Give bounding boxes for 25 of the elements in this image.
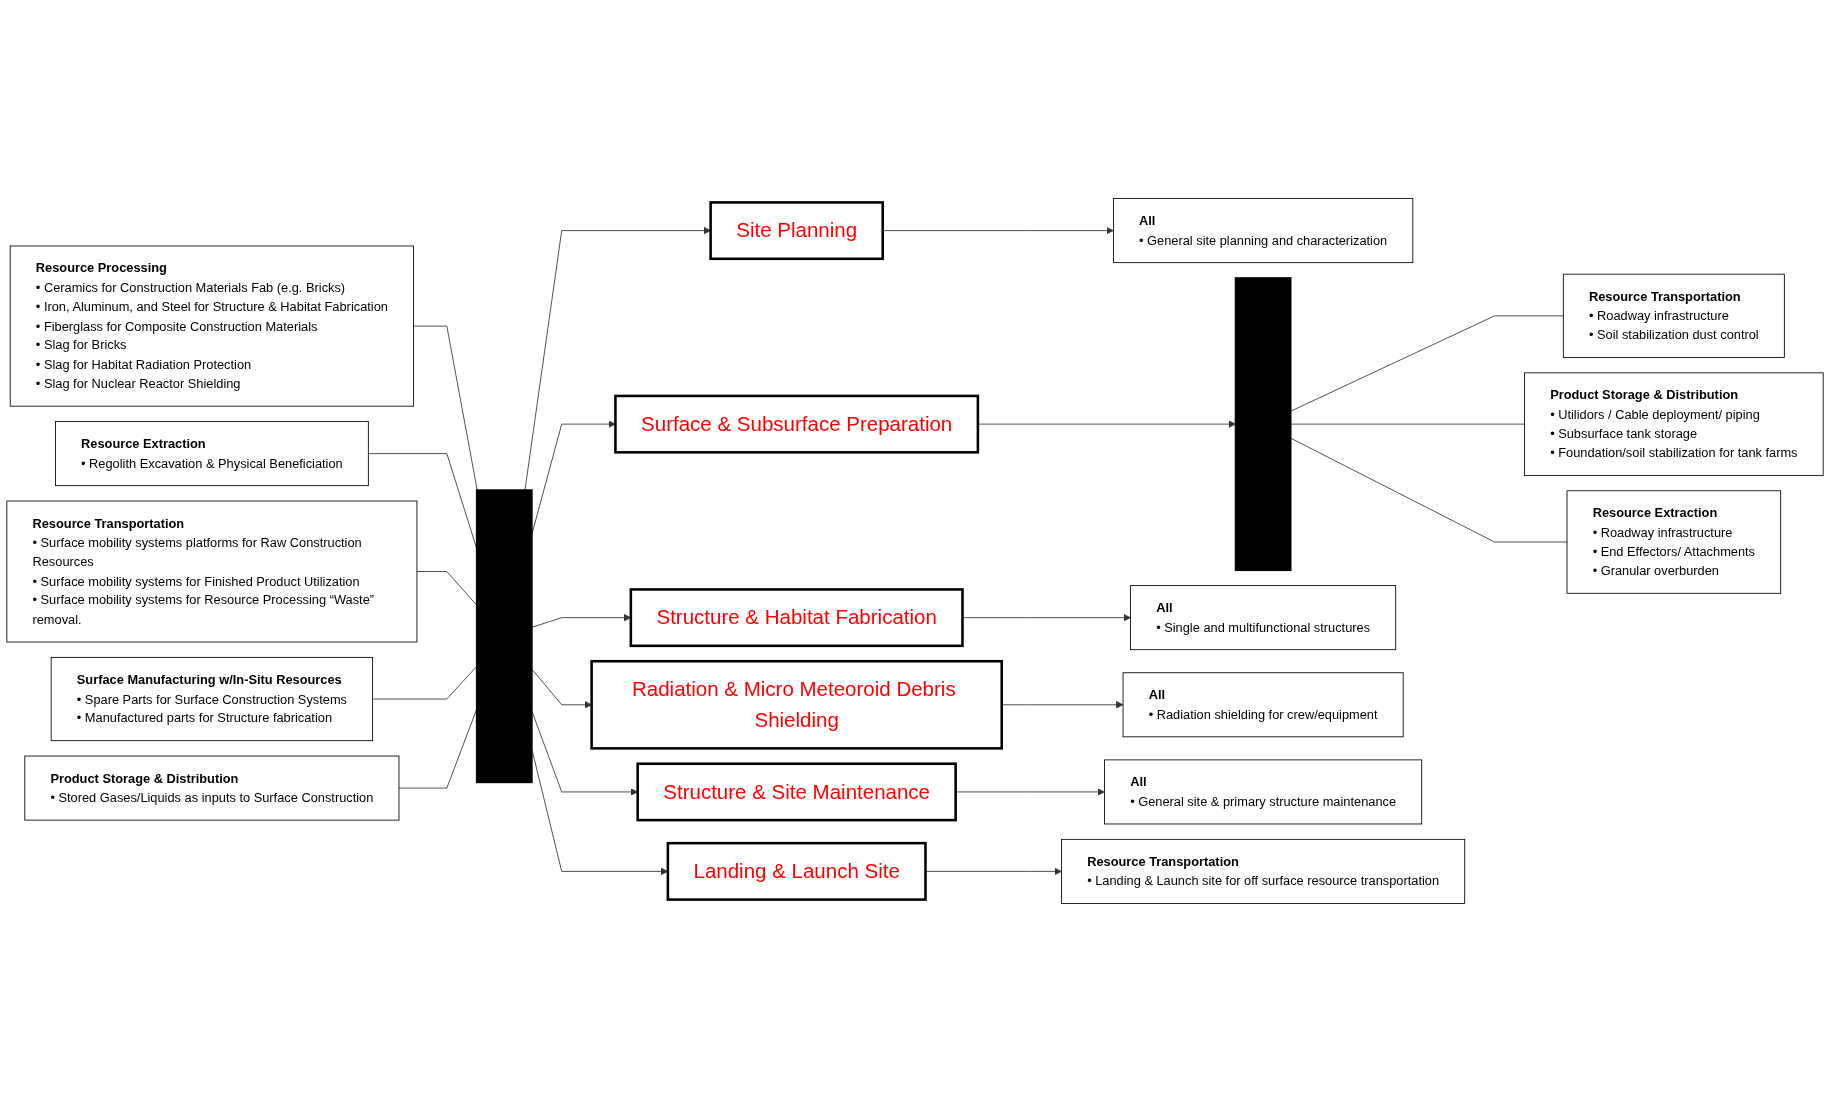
node-box xyxy=(629,588,964,648)
node-box xyxy=(50,656,374,742)
node-box xyxy=(614,394,980,454)
node-box xyxy=(1524,372,1824,476)
connector xyxy=(413,325,478,491)
node-box xyxy=(1566,490,1782,594)
node-box xyxy=(55,421,369,487)
node-bar xyxy=(1234,277,1292,572)
node-box xyxy=(1122,672,1404,738)
node-box xyxy=(1061,838,1466,904)
node-box xyxy=(666,841,927,901)
node-box xyxy=(24,755,400,821)
node-bar xyxy=(475,489,533,784)
node-box xyxy=(709,201,884,261)
node-box xyxy=(1113,198,1414,264)
node-box xyxy=(636,762,957,822)
node-box xyxy=(1130,585,1397,651)
node-box xyxy=(1104,759,1423,825)
node-box xyxy=(590,659,1003,750)
node-box xyxy=(6,500,418,643)
node-box xyxy=(1562,273,1785,358)
connector xyxy=(1290,423,1525,425)
connector xyxy=(1290,437,1568,543)
node-box xyxy=(9,245,414,407)
connector xyxy=(1290,315,1564,412)
